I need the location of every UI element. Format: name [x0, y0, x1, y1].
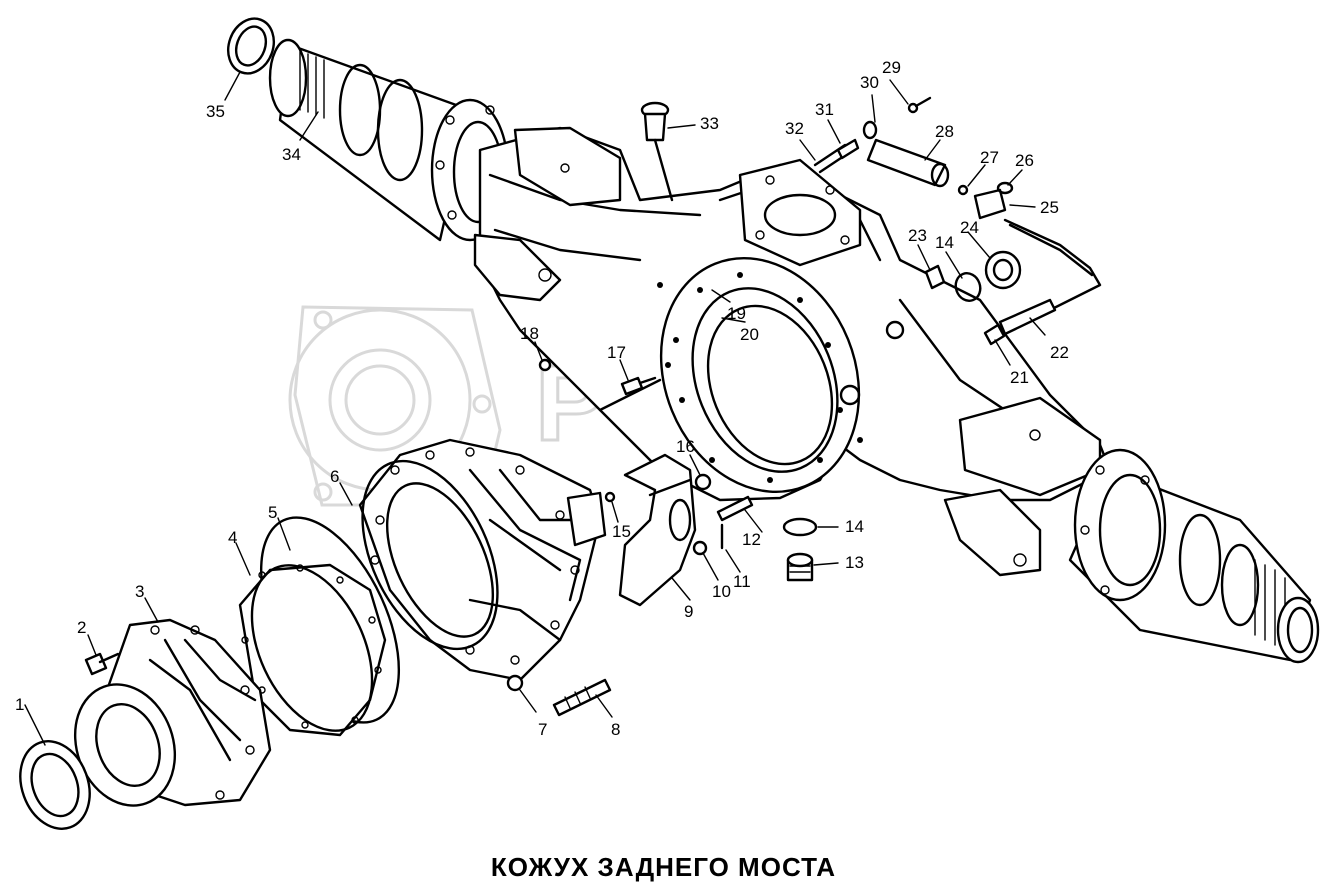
part-18-plug	[538, 358, 552, 372]
part-label-25: 25	[1040, 198, 1059, 217]
part-label-23: 23	[908, 226, 927, 245]
part-label-9: 9	[684, 602, 693, 621]
right-axle-tube	[1068, 448, 1320, 664]
part-35-ring	[227, 17, 275, 75]
center-bore-ring	[657, 256, 863, 494]
part-3-cover	[73, 618, 272, 807]
part-label-28: 28	[935, 122, 954, 141]
part-1-seal	[19, 740, 91, 830]
part-label-10: 10	[712, 582, 731, 601]
part-17-bolt	[620, 376, 657, 396]
part-label-24: 24	[960, 218, 979, 237]
diagram-caption: КОЖУХ ЗАДНЕГО МОСТА	[490, 852, 837, 882]
part-13-plug	[786, 552, 814, 582]
part-16-nut	[694, 473, 712, 491]
part-label-21: 21	[1010, 368, 1029, 387]
part-label-12: 12	[742, 530, 761, 549]
part-label-20: 20	[740, 325, 759, 344]
part-label-3: 3	[135, 582, 144, 601]
part-12-stud	[716, 495, 754, 522]
part-label-19: 19	[727, 304, 746, 323]
part-label-27: 27	[980, 148, 999, 167]
part-33-plug	[640, 101, 674, 202]
part-7-nut	[506, 674, 524, 692]
part-label-15: 15	[612, 522, 631, 541]
leader-lines	[24, 71, 1046, 746]
part-8-stud	[552, 678, 612, 717]
part-label-35: 35	[206, 102, 225, 121]
part-14-oring	[782, 517, 818, 537]
left-axle-tube	[268, 38, 510, 242]
part-label-11: 11	[733, 572, 751, 591]
part-label-29: 29	[882, 58, 901, 77]
part-label-2: 2	[77, 618, 86, 637]
part-label-17: 17	[607, 343, 626, 362]
part-2-bolt	[84, 652, 120, 676]
part-label-34: 34	[282, 145, 301, 164]
part-number-labels: 1 2 3 4 5 6 7 8 9 10 11 12 13 14 15 16 1…	[15, 58, 1069, 739]
differential-carrier	[358, 438, 607, 682]
part-label-14-upper: 14	[935, 233, 954, 252]
breather-assembly	[813, 96, 1102, 346]
part-label-6: 6	[330, 467, 339, 486]
part-label-13: 13	[845, 553, 864, 572]
part-label-30: 30	[860, 73, 879, 92]
part-label-22: 22	[1050, 343, 1069, 362]
part-label-31: 31	[815, 100, 834, 119]
part-15-pin	[604, 491, 616, 503]
part-label-1: 1	[15, 695, 24, 714]
part-label-8: 8	[611, 720, 620, 739]
part-label-26: 26	[1015, 151, 1034, 170]
part-label-7: 7	[538, 720, 547, 739]
part-label-5: 5	[268, 503, 277, 522]
part-label-14-lower: 14	[845, 517, 864, 536]
part-label-33: 33	[700, 114, 719, 133]
part-label-18: 18	[520, 324, 539, 343]
part-label-4: 4	[228, 528, 237, 547]
bearing-cap	[618, 453, 708, 607]
part-label-32: 32	[785, 119, 804, 138]
part-label-16: 16	[676, 437, 695, 456]
